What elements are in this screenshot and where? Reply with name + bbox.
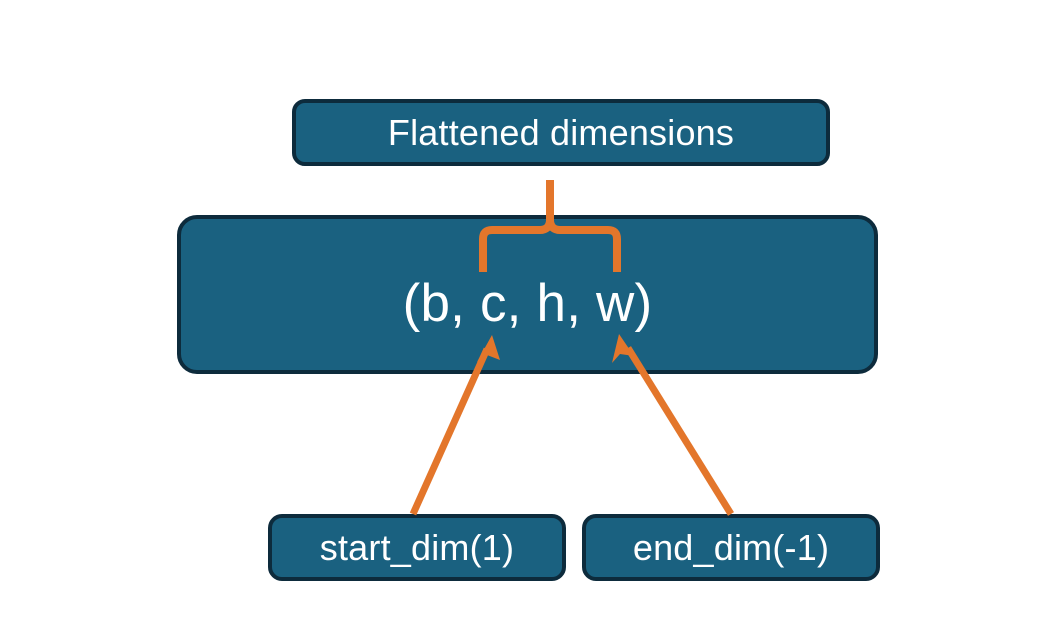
node-flattened-dimensions[interactable]: Flattened dimensions — [292, 99, 830, 166]
node-end-dim-label: end_dim(-1) — [632, 526, 830, 568]
node-tensor-shape-label: (b, c, h, w) — [402, 274, 653, 333]
node-tensor-shape[interactable]: (b, c, h, w) — [177, 215, 878, 374]
node-end-dim[interactable]: end_dim(-1) — [582, 514, 880, 581]
node-start-dim-label: start_dim(1) — [319, 526, 515, 568]
node-start-dim[interactable]: start_dim(1) — [268, 514, 566, 581]
node-flattened-dimensions-label: Flattened dimensions — [387, 111, 735, 153]
